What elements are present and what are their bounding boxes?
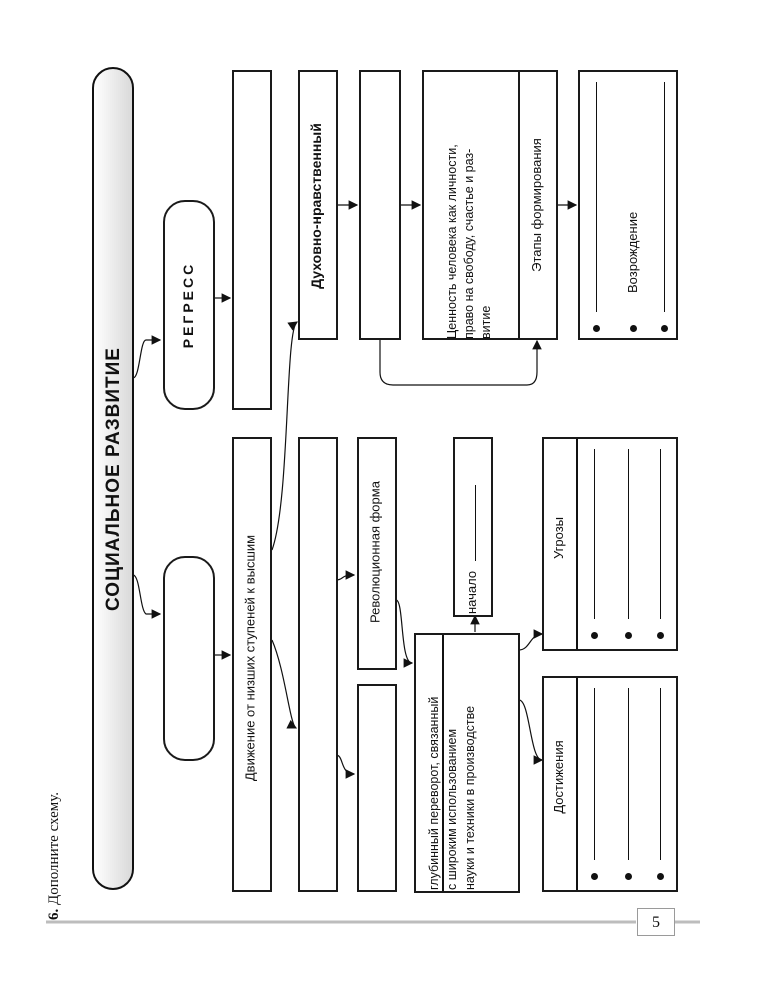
definition-box: Движение от низших ступеней к высшим <box>232 437 272 892</box>
regress-blank-box[interactable] <box>232 70 272 410</box>
start-box: начало <box>453 437 493 617</box>
threats-item-3[interactable] <box>656 449 666 639</box>
threats-item-1[interactable] <box>590 449 600 639</box>
deep-turn-line-2: с широким использованием <box>445 728 459 890</box>
deep-turn-line-3: науки и техники в производстве <box>463 705 477 890</box>
revolution-form-label: Революционная форма <box>367 481 383 623</box>
stages-label: Этапы формирования <box>529 138 544 272</box>
value-line-3: витие <box>479 305 493 339</box>
deep-turn-line-1: глубинный переворот, связанный <box>427 696 441 890</box>
spiritual-label: Духовно-нравственный <box>308 123 324 289</box>
achievements-item-2[interactable] <box>624 688 634 880</box>
threats-label: Угрозы <box>551 516 566 560</box>
stage-item-3[interactable] <box>660 82 670 332</box>
threats-box: Угрозы <box>542 437 678 651</box>
achievements-item-1[interactable] <box>590 688 600 880</box>
definition-label: Движение от низших ступеней к высшим <box>242 534 258 782</box>
evolution-blank-box[interactable] <box>357 684 397 892</box>
stage-list-box: Возрождение <box>578 70 678 340</box>
deep-turn-text: глубинный переворот, связанный с широким… <box>425 636 481 890</box>
start-answer-line[interactable] <box>475 485 476 562</box>
achievements-label: Достижения <box>551 740 566 814</box>
achievements-box: Достижения <box>542 676 678 892</box>
stage-item-1[interactable] <box>592 82 602 332</box>
stage-item-2-label: Возрождение <box>625 211 640 293</box>
start-text: начало <box>464 570 479 614</box>
threats-divider <box>576 439 578 649</box>
start-label: начало <box>464 438 482 614</box>
achievements-item-3[interactable] <box>656 688 666 880</box>
page-number-text: 5 <box>652 914 660 931</box>
stage-item-2: Возрождение <box>624 82 644 332</box>
regress-box: РЕГРЕСС <box>163 200 215 410</box>
value-box: Ценность человека как личности, право на… <box>422 70 520 340</box>
deep-turn-box: глубинный переворот, связанный с широким… <box>414 633 520 893</box>
page-number: 5 <box>637 908 675 936</box>
achievements-divider <box>576 678 578 890</box>
value-text: Ценность человека как личности, право на… <box>444 73 496 339</box>
value-line-1: Ценность человека как личности, <box>445 144 459 339</box>
deep-turn-divider <box>442 635 444 891</box>
progress-blank-box[interactable] <box>163 556 215 761</box>
stages-box: Этапы формирования <box>518 70 558 340</box>
value-line-2: право на свободу, счастье и раз- <box>462 148 476 339</box>
spiritual-box: Духовно-нравственный <box>298 70 338 340</box>
threats-item-2[interactable] <box>624 449 634 639</box>
regress-label: РЕГРЕСС <box>180 261 196 349</box>
revolution-form-box: Революционная форма <box>357 437 397 670</box>
title-text: СОЦИАЛЬНОЕ РАЗВИТИЕ <box>103 347 124 611</box>
progress-forms-box[interactable] <box>298 437 338 892</box>
spiritual-blank-box[interactable] <box>359 70 401 340</box>
title-pill: СОЦИАЛЬНОЕ РАЗВИТИЕ <box>92 67 134 890</box>
